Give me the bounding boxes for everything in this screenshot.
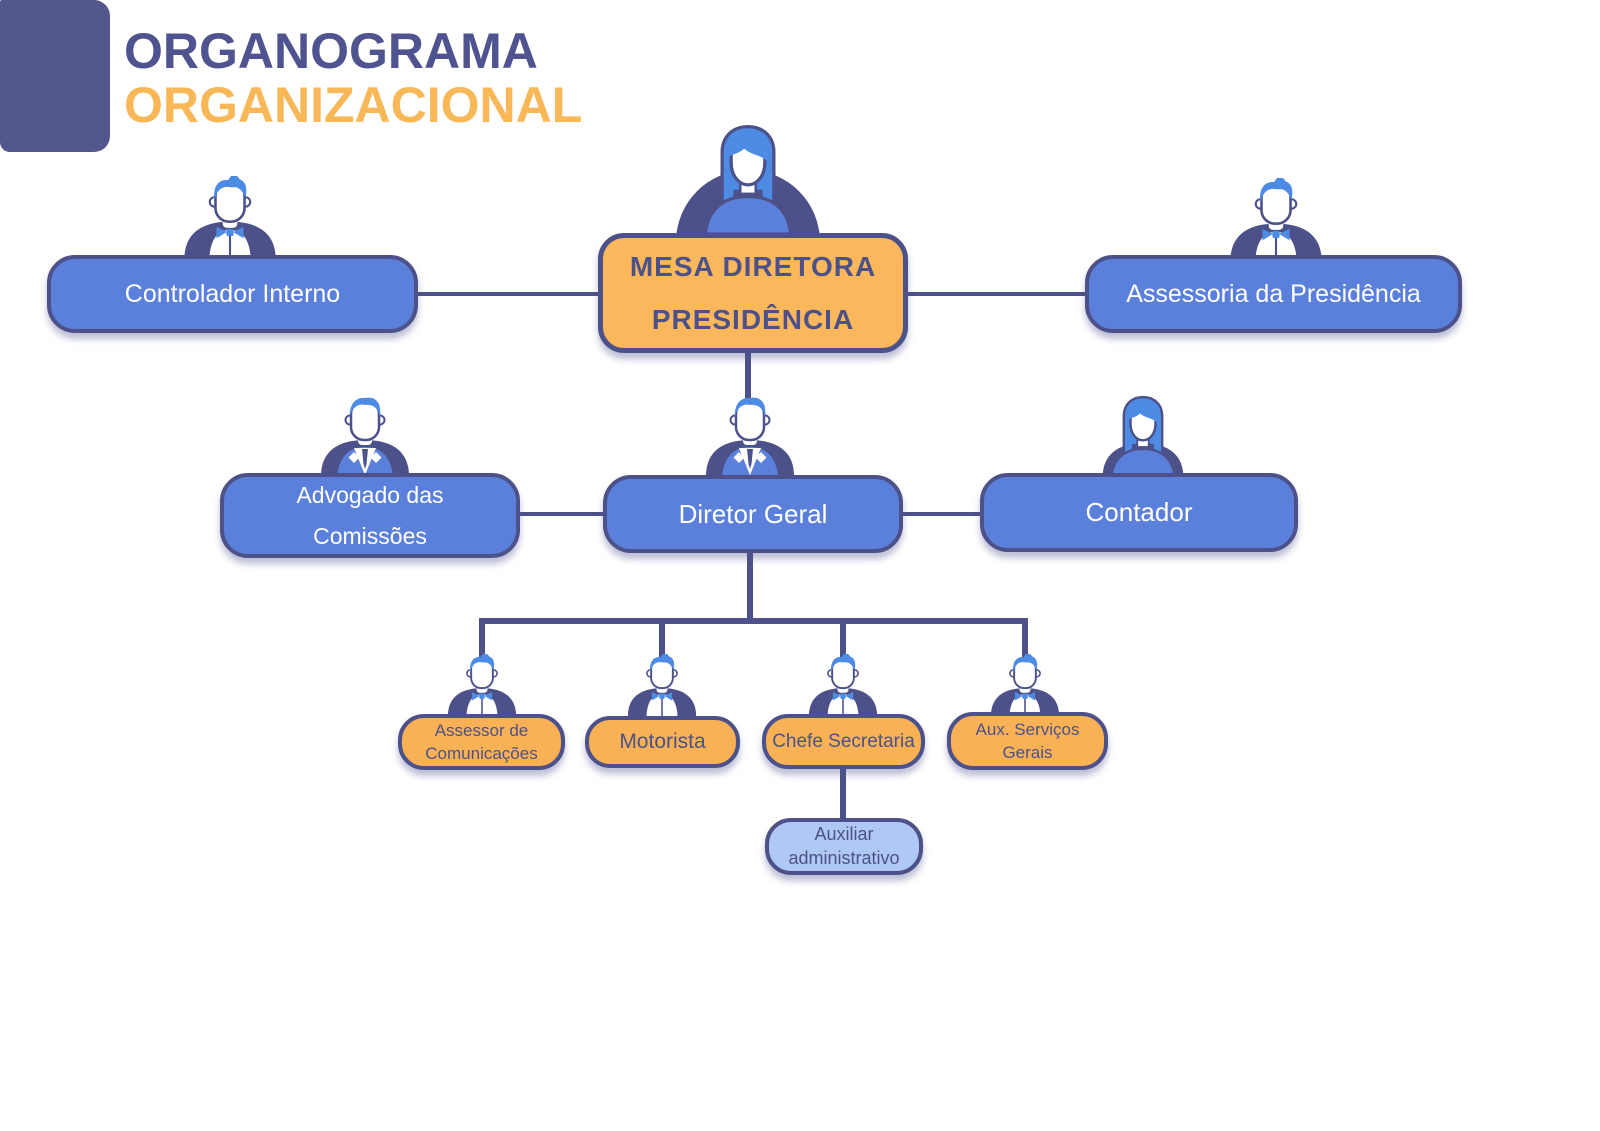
- page-title-line1: ORGANOGRAMA: [124, 23, 538, 79]
- connector-chefe-auxiliar: [840, 764, 846, 822]
- page-title-line2: ORGANIZACIONAL: [124, 77, 583, 133]
- page-title: ORGANOGRAMA ORGANIZACIONAL: [124, 24, 582, 132]
- connector-diretor-tree: [747, 551, 753, 624]
- advogado-avatar man-suit-avatar-icon: [315, 396, 415, 476]
- org-node-label-line1: Assessor de: [434, 720, 529, 740]
- contador-avatar woman-avatar-icon: [1095, 395, 1191, 477]
- org-node-label: Controlador Interno: [124, 279, 341, 308]
- org-node-label-line1: MESA DIRETORA: [629, 250, 877, 282]
- connector-drop-aux-servicos: [1022, 618, 1028, 662]
- org-node-label: Contador: [1085, 497, 1193, 527]
- org-node-motorista: Motorista: [585, 716, 740, 768]
- assessor-com-avatar man-bowtie-avatar-icon: [443, 654, 521, 716]
- diretor-avatar man-suit-avatar-icon: [700, 396, 800, 476]
- connector-mesa-diretor: [745, 350, 751, 404]
- assessoria-avatar man-bowtie-avatar-icon: [1224, 178, 1328, 261]
- org-node-auxiliar-administrativo: Auxiliar administrativo: [765, 818, 923, 875]
- org-node-aux-servicos-gerais: Aux. Serviços Gerais: [947, 712, 1108, 770]
- org-node-label-line2: Gerais: [1002, 742, 1053, 762]
- org-node-label: Assessoria da Presidência: [1126, 279, 1421, 308]
- org-node-label: Chefe Secretaria: [772, 730, 915, 752]
- corner-accent-block: [0, 0, 110, 152]
- org-node-label: Diretor Geral: [678, 498, 828, 529]
- org-node-label-line2: PRESIDÊNCIA: [651, 303, 855, 335]
- controlador-avatar man-bowtie-avatar-icon: [178, 176, 282, 259]
- connector-diretor-contador: [901, 512, 984, 516]
- org-node-mesa-diretora-presidencia: MESA DIRETORA PRESIDÊNCIA: [598, 233, 908, 353]
- org-node-assessor-de-comunicacoes: Assessor de Comunicações: [398, 714, 565, 770]
- org-node-label-line2: administrativo: [788, 848, 900, 868]
- connector-mesa-controlador: [416, 292, 600, 296]
- org-node-label-line1: Auxiliar: [814, 824, 874, 844]
- org-node-chefe-secretaria: Chefe Secretaria: [762, 714, 925, 769]
- aux-servicos-avatar man-bowtie-avatar-icon: [986, 654, 1064, 716]
- org-node-advogado-das-comissoes: Advogado das Comissões: [220, 473, 520, 558]
- org-node-label: Motorista: [619, 730, 706, 753]
- mesa-avatar woman-avatar-icon: [676, 124, 820, 236]
- org-node-diretor-geral: Diretor Geral: [603, 475, 903, 553]
- org-node-label-line1: Aux. Serviços: [975, 719, 1080, 739]
- org-node-contador: Contador: [980, 473, 1298, 552]
- org-node-label-line2: Comunicações: [425, 743, 538, 763]
- org-node-label-line1: Advogado das: [296, 481, 444, 508]
- connector-advogado-diretor: [516, 512, 610, 516]
- motorista-avatar man-bowtie-avatar-icon: [623, 654, 701, 716]
- connector-tree-horizontal: [479, 618, 1028, 624]
- connector-drop-assessor: [479, 618, 485, 662]
- org-node-label-line2: Comissões: [313, 522, 427, 549]
- connector-drop-motorista: [659, 618, 665, 662]
- chefe-avatar man-bowtie-avatar-icon: [804, 654, 882, 716]
- connector-drop-chefe: [840, 618, 846, 662]
- connector-mesa-assessoria: [906, 292, 1087, 296]
- org-node-assessoria-da-presidencia: Assessoria da Presidência: [1085, 255, 1462, 333]
- org-node-controlador-interno: Controlador Interno: [47, 255, 418, 333]
